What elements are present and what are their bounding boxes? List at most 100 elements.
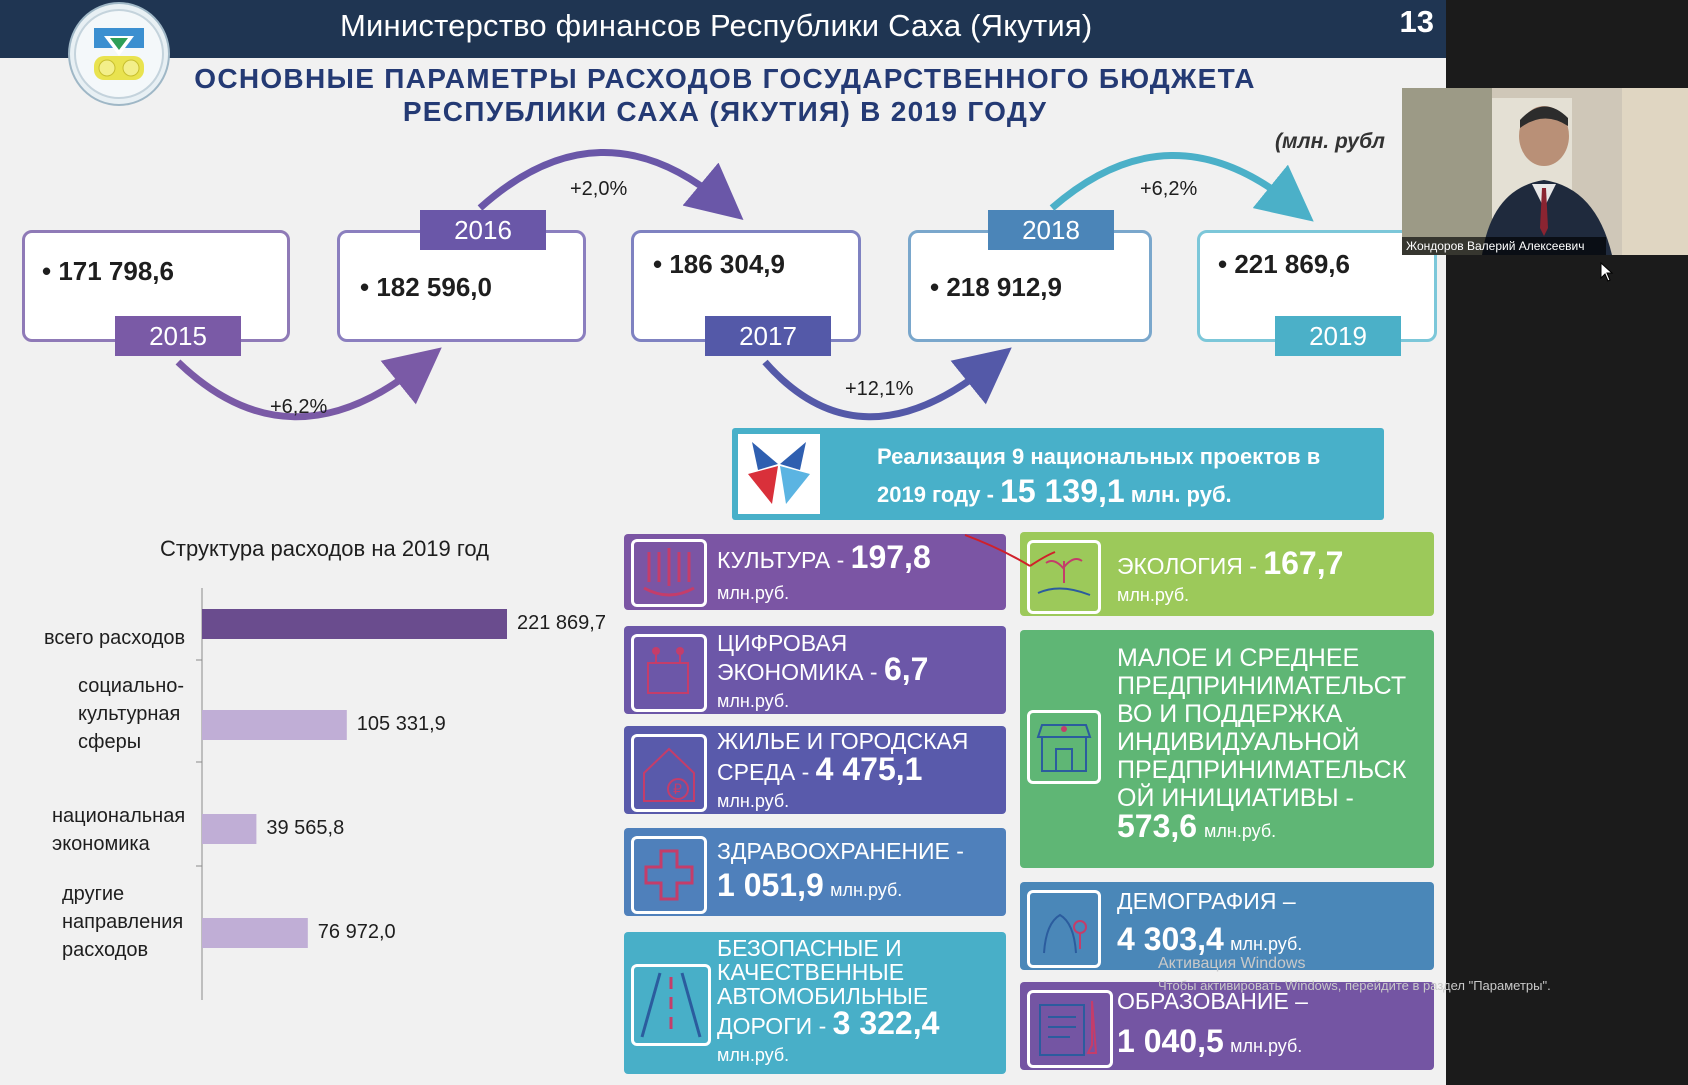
project-business-line2: ПРЕДПРИНИМАТЕЛЬСТ: [1117, 672, 1407, 700]
year-tag-2017: 2017: [705, 316, 831, 356]
theater-icon: [631, 539, 707, 607]
project-housing-label1: ЖИЛЬЕ И ГОРОДСКАЯ: [717, 728, 969, 754]
project-digital-label1: ЦИФРОВАЯ: [717, 630, 848, 656]
webcam-caption: Жондоров Валерий Алексеевич: [1402, 237, 1606, 255]
pen-annotation: [964, 534, 1056, 567]
project-digital-unit: млн.руб.: [717, 691, 790, 711]
project-digital-label2: ЭКОНОМИКА -: [717, 659, 884, 685]
chart-category-label: всего расходов: [44, 624, 185, 652]
chart-value-label: 221 869,7: [517, 612, 606, 634]
chart-category-line: социально-: [78, 675, 185, 697]
year-tag-2016: 2016: [420, 210, 546, 250]
slide-header-bar: Министерство финансов Республики Саха (Я…: [0, 0, 1446, 58]
chart-category-label: национальная экономика: [52, 802, 185, 858]
project-housing-tile: ₽ ЖИЛЬЕ И ГОРОДСКАЯ СРЕДА - 4 475,1 млн.…: [624, 726, 1006, 814]
chart-category-line: направления: [62, 911, 184, 933]
project-culture-value: 197,8: [850, 539, 931, 575]
circuit-icon: [631, 634, 707, 712]
chart-bar: [202, 918, 308, 948]
project-digital-value: 6,7: [883, 651, 929, 687]
project-roads-unit: млн.руб.: [717, 1045, 790, 1065]
year-tag-2015: 2015: [115, 316, 241, 356]
project-culture-label: КУЛЬТУРА: [717, 547, 831, 573]
national-projects-line1: Реализация 9 национальных проектов в: [877, 444, 1321, 469]
national-projects-banner: Реализация 9 национальных проектов в 201…: [732, 428, 1384, 520]
project-education-value: 1 040,5: [1117, 1023, 1224, 1059]
project-roads-value: 3 322,4: [832, 1005, 940, 1041]
growth-label-2018-2019: +6,2%: [1140, 178, 1198, 200]
expenses-structure-chart: [196, 588, 507, 1000]
project-culture-unit: млн.руб.: [717, 583, 790, 603]
project-housing-label2: СРЕДА -: [717, 759, 816, 785]
road-icon: [631, 964, 711, 1046]
project-demography-label: ДЕМОГРАФИЯ –: [1117, 888, 1296, 914]
windows-activation-watermark: Активация Windows Чтобы активировать Win…: [1158, 953, 1551, 997]
plant-hand-icon: [1027, 540, 1101, 614]
chart-category-line: сферы: [78, 731, 142, 753]
year-tag-2018: 2018: [988, 210, 1114, 250]
project-business-line5: ПРЕДПРИНИМАТЕЛЬСК: [1117, 756, 1407, 784]
project-culture-tile: КУЛЬТУРА - 197,8 млн.руб.: [624, 534, 1006, 610]
webcam-video-tile[interactable]: Жондоров Валерий Алексеевич: [1402, 88, 1688, 255]
project-roads-label2: КАЧЕСТВЕННЫЕ: [717, 959, 905, 985]
page-number: 13: [1399, 4, 1434, 39]
project-ecology-unit: млн.руб.: [1117, 585, 1190, 605]
chart-bar: [202, 814, 257, 844]
project-roads-label4: ДОРОГИ -: [717, 1013, 833, 1039]
project-education-label: ОБРАЗОВАНИЕ –: [1117, 988, 1308, 1014]
chart-category-line: культурная: [78, 703, 181, 725]
units-note: (млн. рубл: [1275, 130, 1385, 153]
project-demography-unit: млн.руб.: [1230, 934, 1303, 954]
chart-bar: [202, 710, 347, 740]
shop-icon: [1027, 710, 1101, 784]
watermark-line1: Активация Windows: [1158, 955, 1306, 972]
watermark-line2: Чтобы активировать Windows, перейдите в …: [1158, 978, 1551, 993]
project-business-tile: МАЛОЕ И СРЕДНЕЕ ПРЕДПРИНИМАТЕЛЬСТ ВО И П…: [1020, 630, 1434, 868]
project-business-line4: ИНДИВИДУАЛЬНОЙ: [1117, 728, 1360, 756]
growth-arrow-2015-2016: [175, 347, 442, 421]
slide-title-line2: РЕСПУБЛИКИ САХА (ЯКУТИЯ) В 2019 ГОДУ: [402, 96, 1048, 127]
project-ecology-label: ЭКОЛОГИЯ -: [1117, 553, 1264, 579]
project-roads-tile: БЕЗОПАСНЫЕ И КАЧЕСТВЕННЫЕ АВТОМОБИЛЬНЫЕ …: [624, 932, 1006, 1074]
chart-category-line: расходов: [62, 939, 149, 961]
project-demography-value: 4 303,4: [1117, 921, 1224, 957]
chart-title: Структура расходов на 2019 год: [160, 536, 490, 561]
chart-category-label: социально-культурная сферы: [78, 672, 184, 756]
project-culture-dash: -: [830, 547, 851, 573]
growth-label-2016-2017: +2,0%: [570, 178, 628, 200]
slide-title-line1: ОСНОВНЫЕ ПАРАМЕТРЫ РАСХОДОВ ГОСУДАРСТВЕН…: [194, 63, 1256, 94]
project-health-label: ЗДРАВООХРАНЕНИЕ -: [717, 838, 964, 864]
project-housing-unit: млн.руб.: [717, 791, 790, 811]
chart-category-label: другие направления расходов: [62, 880, 183, 964]
project-business-value: 573,6: [1117, 808, 1198, 844]
project-business-line6: ОЙ ИНИЦИАТИВЫ -: [1117, 784, 1354, 812]
national-projects-unit: млн. руб.: [1130, 482, 1232, 507]
project-education-tile: ОБРАЗОВАНИЕ – 1 040,5 млн.руб.: [1020, 982, 1434, 1070]
book-pen-icon: [1027, 990, 1113, 1068]
project-education-unit: млн.руб.: [1230, 1036, 1303, 1056]
year-tag-2019: 2019: [1275, 316, 1401, 356]
chart-value-label: 76 972,0: [317, 921, 396, 943]
project-health-unit: млн.руб.: [830, 880, 903, 900]
project-digital-tile: ЦИФРОВАЯ ЭКОНОМИКА - 6,7 млн.руб.: [624, 626, 1006, 714]
year-value-2018: • 218 912,9: [930, 272, 1062, 302]
project-business-line3: ВО И ПОДДЕРЖКА: [1117, 700, 1343, 728]
mouse-cursor-icon: [1600, 261, 1614, 287]
project-roads-label3: АВТОМОБИЛЬНЫЕ: [717, 983, 929, 1009]
medical-cross-icon: [631, 836, 707, 914]
family-icon: [1027, 890, 1101, 968]
growth-arrow-2017-2018: [762, 347, 1012, 421]
chart-value-label: 39 565,8: [266, 817, 345, 839]
national-projects-amount: 15 139,1: [1000, 473, 1125, 509]
presentation-slide: Министерство финансов Республики Саха (Я…: [0, 0, 1446, 1085]
chart-value-label: 105 331,9: [356, 713, 446, 735]
project-health-value: 1 051,9: [717, 867, 824, 903]
chart-category-line: другие: [62, 883, 125, 905]
project-housing-value: 4 475,1: [815, 751, 923, 787]
chart-category-line: национальная: [52, 805, 186, 827]
growth-label-2017-2018: +12,1%: [845, 378, 914, 400]
house-ruble-icon: ₽: [631, 734, 707, 812]
year-value-2019: • 221 869,6: [1218, 249, 1350, 279]
chart-category-line: экономика: [52, 833, 150, 855]
project-business-line1: МАЛОЕ И СРЕДНЕЕ: [1117, 644, 1360, 672]
